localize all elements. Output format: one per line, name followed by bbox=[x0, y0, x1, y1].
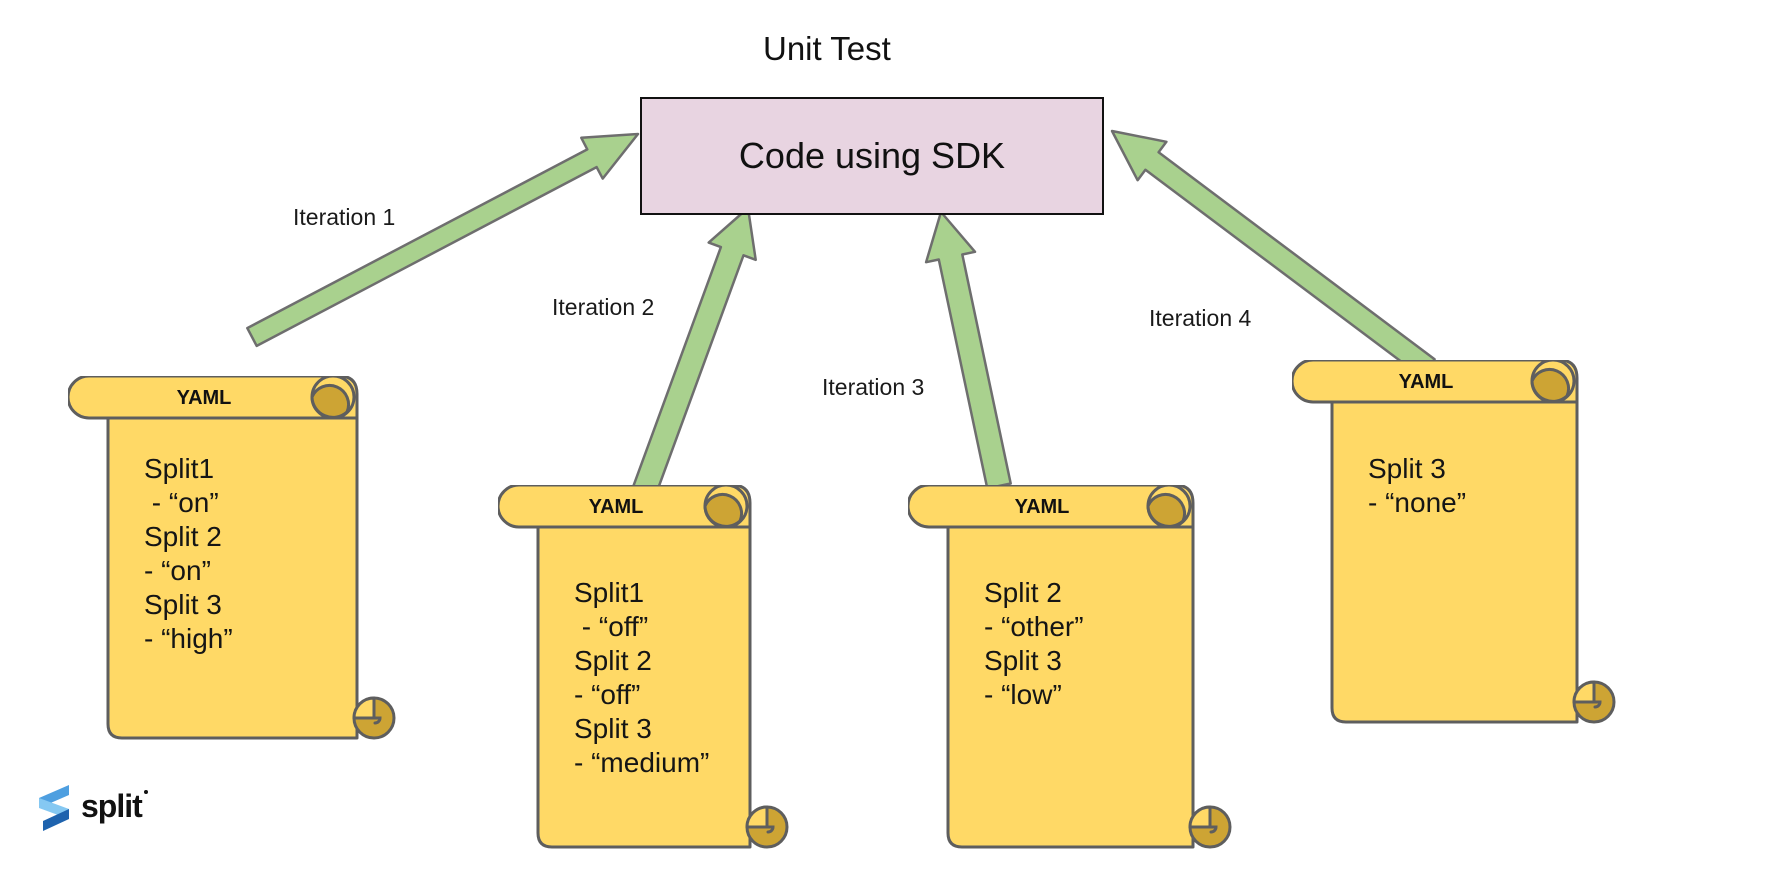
yaml-scroll-3: YAML bbox=[908, 485, 1232, 849]
scroll-line: - “high” bbox=[144, 623, 233, 654]
scroll-header-label: YAML bbox=[177, 387, 232, 409]
bottom-curl-wrap bbox=[1572, 680, 1596, 704]
scroll-line: Split1 bbox=[574, 577, 645, 608]
arrow-iteration-4 bbox=[1110, 129, 1436, 379]
scroll-line: Split 3 bbox=[144, 589, 222, 620]
scroll-body bbox=[946, 525, 1195, 849]
bottom-curl-hook bbox=[745, 825, 775, 834]
scroll-line: - “none” bbox=[1368, 487, 1467, 518]
banner-curl-shade bbox=[1146, 492, 1187, 528]
scroll-line: - “medium” bbox=[574, 747, 710, 778]
scroll-line: Split 2 bbox=[144, 521, 222, 552]
iteration-label-4: Iteration 4 bbox=[1149, 305, 1252, 331]
scroll-line: - “off” bbox=[574, 679, 641, 710]
split-logo-dot bbox=[144, 790, 148, 794]
bottom-curl-wrap bbox=[1188, 805, 1212, 829]
sdk-box-label: Code using SDK bbox=[738, 135, 1006, 176]
bottom-curl-wrap bbox=[745, 805, 769, 829]
yaml-scroll-1: YAML bbox=[68, 376, 396, 740]
bottom-curl-hook bbox=[1188, 825, 1218, 834]
iteration-label-3: Iteration 3 bbox=[822, 374, 925, 400]
scroll-line: Split 2 bbox=[574, 645, 652, 676]
scroll-content-3: Split 2 - “other” Split 3 - “low” bbox=[984, 576, 1084, 712]
scroll-content-1: Split1 - “on” Split 2 - “on” Split 3 - “… bbox=[144, 452, 233, 656]
bottom-curl-hook bbox=[1572, 700, 1602, 709]
scroll-line: Split 2 bbox=[984, 577, 1062, 608]
scroll-banner bbox=[68, 376, 359, 420]
scroll-body bbox=[106, 416, 359, 740]
scroll-line: Split 3 bbox=[1368, 453, 1446, 484]
scroll-line: Split 3 bbox=[984, 645, 1062, 676]
scroll-content-4: Split 3 - “none” bbox=[1368, 452, 1466, 520]
banner-curl-shade bbox=[1530, 367, 1571, 403]
scroll-header-label: YAML bbox=[589, 496, 644, 518]
yaml-scroll-4: YAML bbox=[1292, 360, 1616, 724]
scroll-line: - “off” bbox=[574, 611, 649, 642]
split-logo-icon bbox=[39, 785, 69, 831]
yaml-scroll-2: YAML bbox=[498, 485, 789, 849]
arrow-iteration-3 bbox=[924, 210, 1012, 490]
split-logo-text: split bbox=[81, 788, 143, 824]
scroll-header-label: YAML bbox=[1015, 496, 1070, 518]
bottom-curl-wrap bbox=[352, 696, 376, 720]
scroll-header-label: YAML bbox=[1399, 371, 1454, 393]
scroll-line: - “on” bbox=[144, 555, 211, 586]
bottom-curl-hook bbox=[352, 716, 382, 725]
diagram-title: Unit Test bbox=[763, 30, 891, 67]
scroll-line: - “low” bbox=[984, 679, 1062, 710]
scroll-line: - “on” bbox=[144, 487, 219, 518]
arrow-iteration-2 bbox=[631, 206, 757, 498]
sdk-box: Code using SDK bbox=[640, 97, 1104, 215]
scroll-banner bbox=[1292, 360, 1579, 404]
split-logo: split bbox=[33, 783, 143, 831]
arrow-iteration-1 bbox=[246, 132, 640, 348]
scroll-line: - “other” bbox=[984, 611, 1084, 642]
scroll-banner bbox=[908, 485, 1195, 529]
logo-ribbon-bottom bbox=[43, 809, 69, 831]
scroll-banner bbox=[498, 485, 752, 529]
scroll-line: Split 3 bbox=[574, 713, 652, 744]
iteration-label-1: Iteration 1 bbox=[293, 204, 396, 230]
scroll-content-2: Split1 - “off” Split 2 - “off” Split 3 -… bbox=[574, 576, 709, 780]
banner-curl-shade bbox=[310, 383, 351, 419]
banner-curl-shade bbox=[703, 492, 744, 528]
scroll-line: Split1 bbox=[144, 453, 215, 484]
iteration-label-2: Iteration 2 bbox=[552, 294, 655, 320]
scroll-body bbox=[536, 525, 752, 849]
scroll-body bbox=[1330, 400, 1579, 724]
